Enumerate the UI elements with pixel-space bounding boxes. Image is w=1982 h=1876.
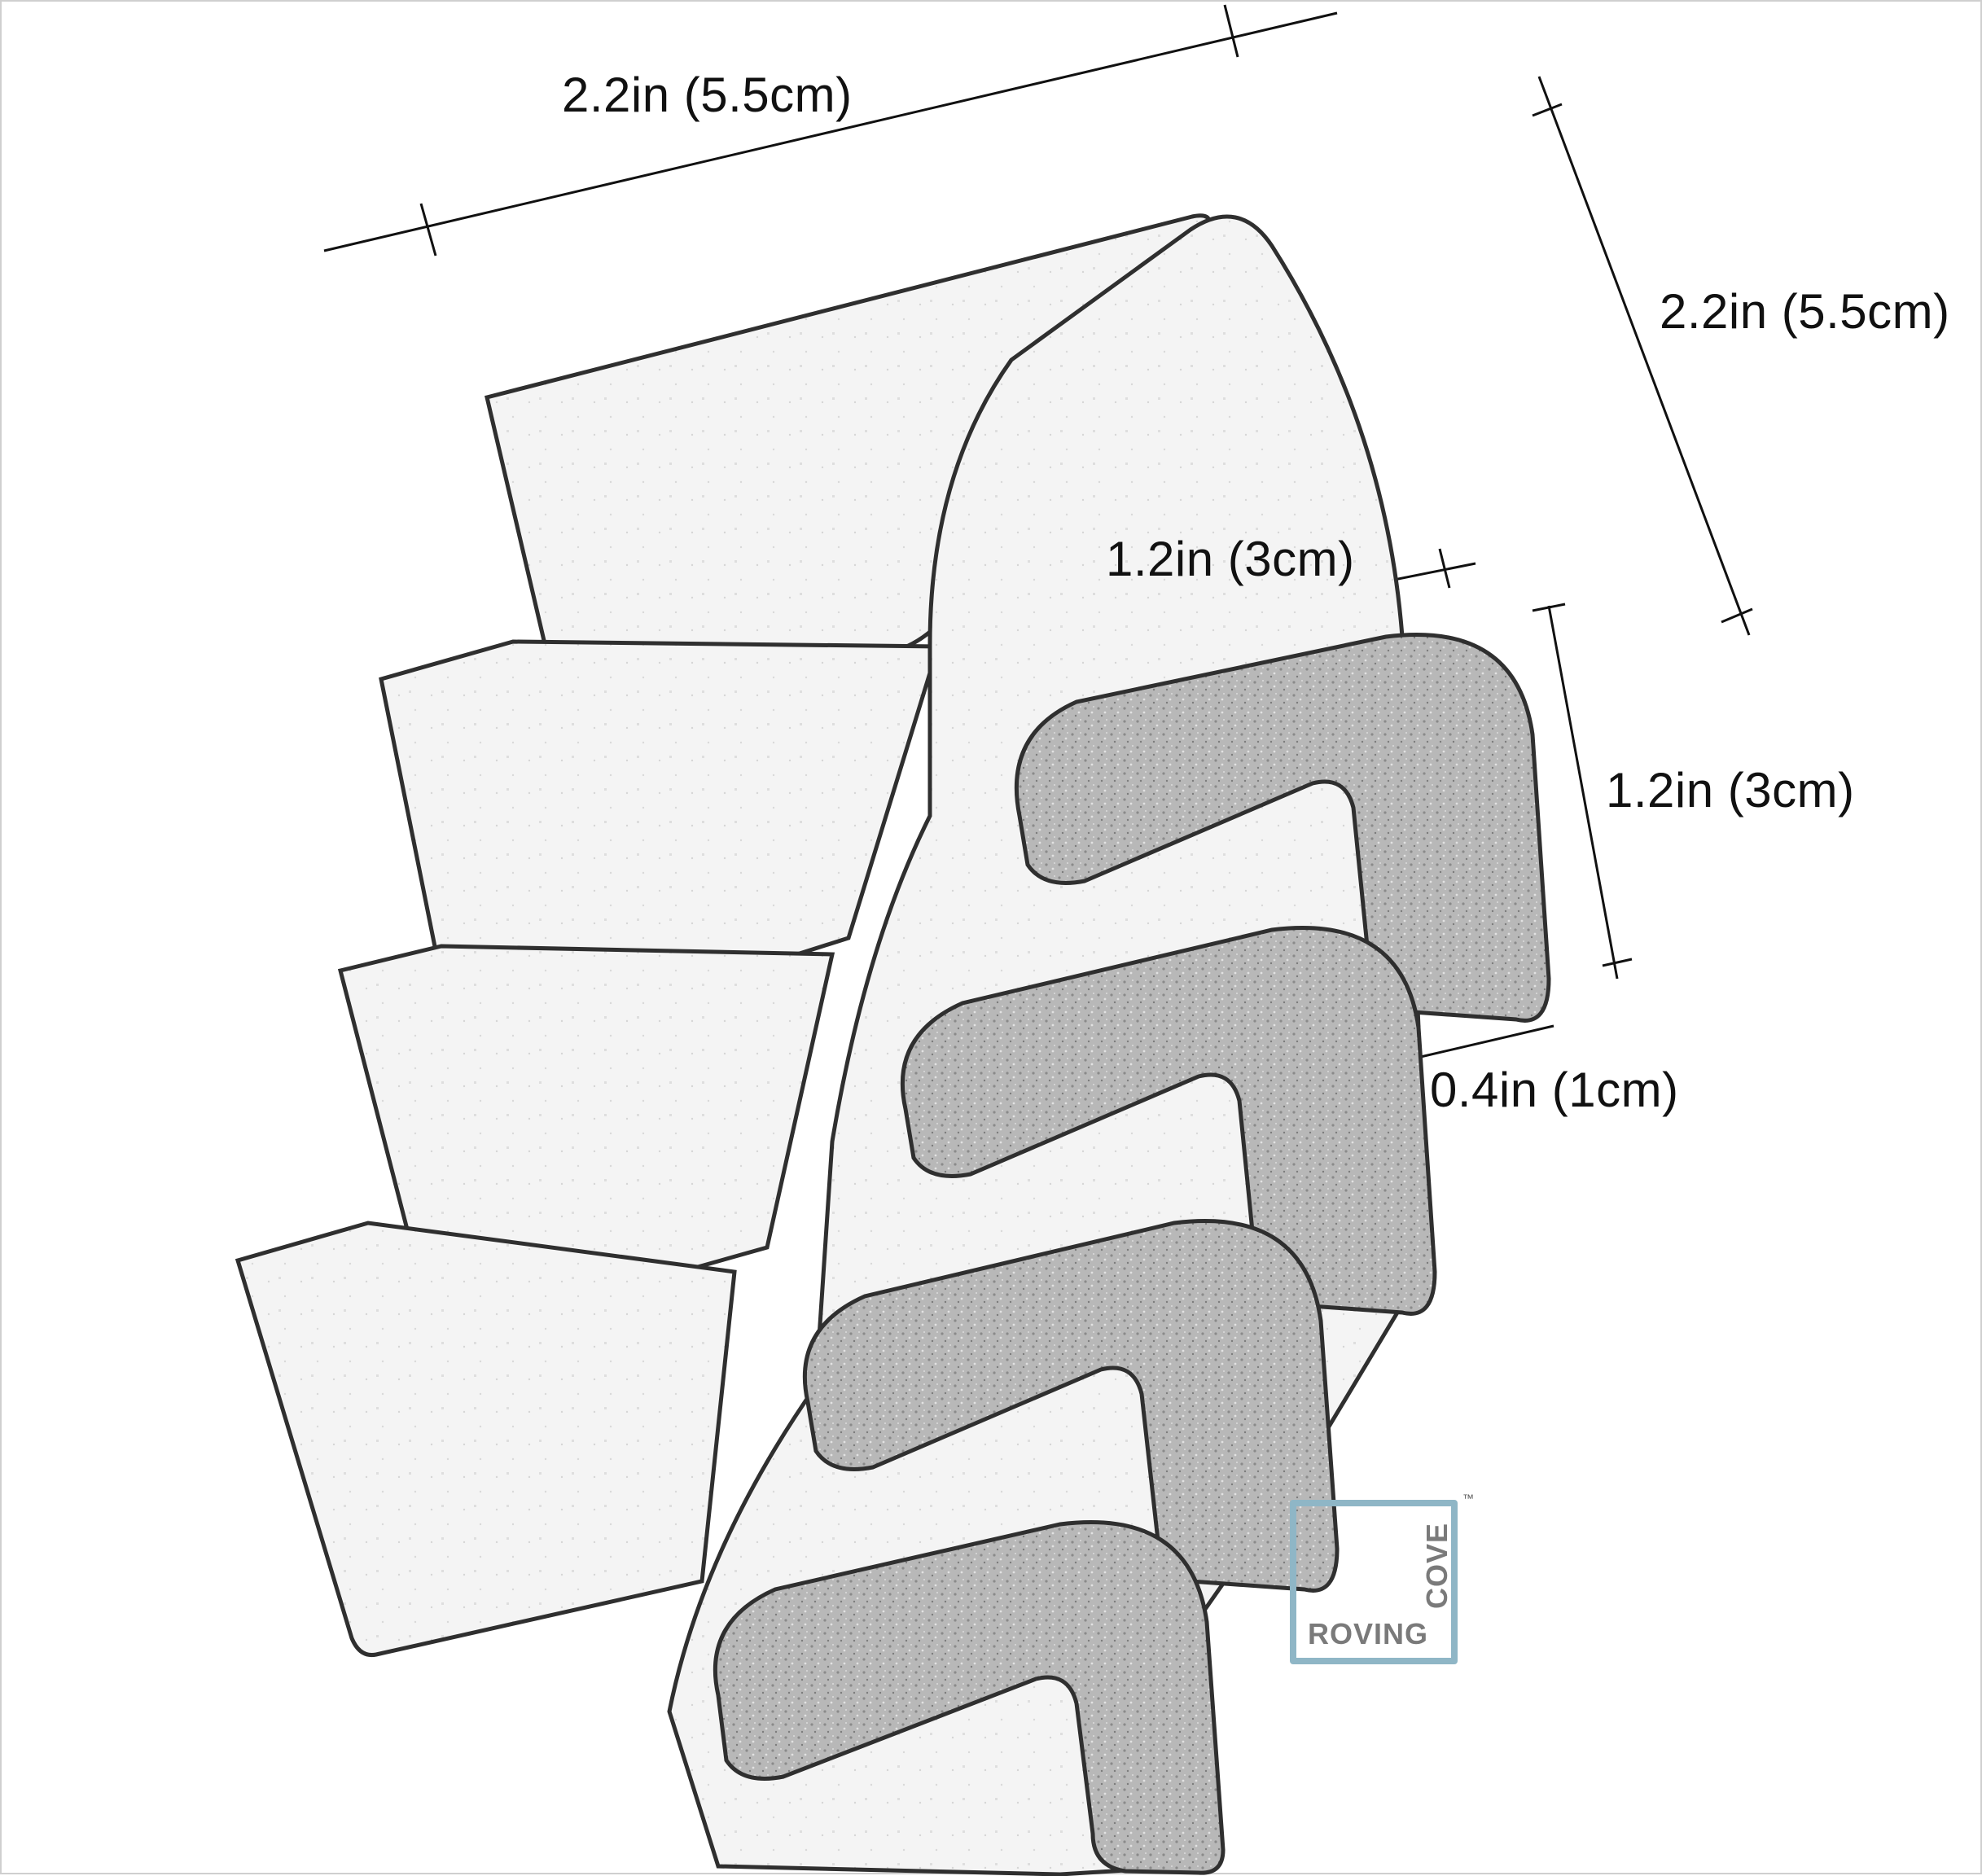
- cut-face-4: [713, 1520, 1226, 1875]
- dimension-line-right: [1532, 76, 1753, 636]
- cut-face-3: [802, 1219, 1340, 1593]
- dimension-line-top: [323, 4, 1338, 256]
- logo-frame: [1290, 1500, 1458, 1664]
- label-thickness: 0.4in (1cm): [1430, 1063, 1679, 1117]
- brand-logo: COVE ROVING ™: [1290, 1492, 1474, 1664]
- foam-piece-4: [235, 1221, 737, 1658]
- cut-face-1: [1014, 633, 1551, 1023]
- logo-word-roving: ROVING: [1308, 1617, 1429, 1650]
- cut-face-2: [900, 926, 1437, 1316]
- label-right-height: 1.2in (3cm): [1606, 763, 1855, 817]
- label-top-length: 2.2in (5.5cm): [562, 68, 853, 122]
- dimension-line-height: [1532, 603, 1633, 980]
- logo-trademark: ™: [1462, 1492, 1474, 1505]
- label-right-length: 2.2in (5.5cm): [1660, 284, 1950, 339]
- dimension-line-thickness: [1413, 1024, 1554, 1060]
- label-inner-width: 1.2in (3cm): [1106, 532, 1355, 586]
- logo-word-cove: COVE: [1420, 1522, 1454, 1609]
